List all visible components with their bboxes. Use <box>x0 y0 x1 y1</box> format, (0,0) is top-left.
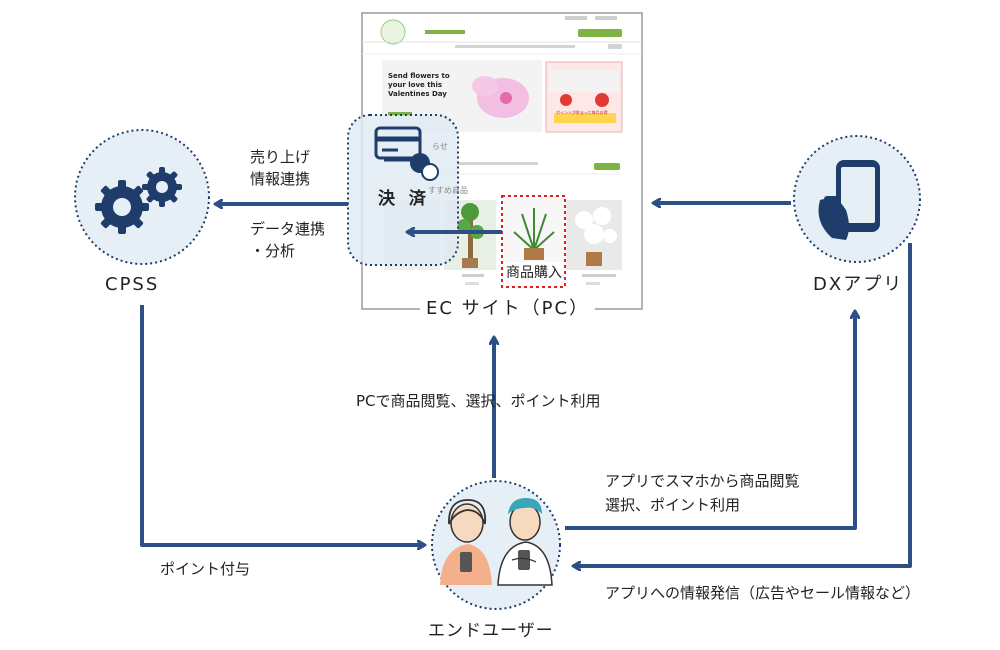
smartphone-icon <box>818 160 880 240</box>
ec-search <box>608 44 622 49</box>
ec-banner-gift <box>595 93 609 107</box>
arrow-cpss-to-user <box>140 305 424 545</box>
ec-section-hint: らせ <box>432 142 448 151</box>
ec-section-hint2: すすめ商品 <box>428 186 468 195</box>
purchase-label: 商品購入 <box>504 262 564 284</box>
ec-product-4-flower-b <box>593 207 611 225</box>
ec-hero-orchid-center <box>500 92 512 104</box>
ec-price-4 <box>586 282 600 285</box>
sales-link-label-1: 売り上げ <box>250 148 311 166</box>
ec-banner-strip <box>554 113 616 123</box>
ec-banner-top <box>549 70 619 92</box>
end-user-label: エンドユーザー <box>428 621 554 641</box>
data-link-label-1: データ連携 <box>250 220 326 238</box>
ec-banner-text: ポイントが貯まって毎月お得 <box>556 110 608 115</box>
cpss-label: CPSS <box>105 274 160 295</box>
app-browse-label-2: 選択、ポイント利用 <box>605 496 741 514</box>
purchase-box <box>501 195 566 288</box>
end-user-circle <box>431 480 561 610</box>
users-icon <box>440 498 553 586</box>
payment-icon <box>374 126 439 181</box>
arrow-user-to-app <box>565 312 855 530</box>
ec-product-4-flower-d <box>603 229 617 243</box>
ec-logo <box>380 19 406 45</box>
ec-header-button <box>578 29 622 37</box>
cpss-circle <box>74 129 210 265</box>
ec-product-2-trunk <box>468 212 473 262</box>
ec-site-label: EC サイト（PC） <box>420 298 596 320</box>
ec-notice-button <box>594 163 620 170</box>
ec-product-2-leaves <box>461 203 479 221</box>
ec-caption-4 <box>582 274 616 277</box>
data-link-label-2: ・分析 <box>250 242 296 260</box>
ec-notice-line <box>458 162 538 165</box>
app-info-label: アプリへの情報発信（広告やセール情報など） <box>605 584 921 602</box>
points-label: ポイント付与 <box>160 560 251 578</box>
pc-browse-label: PCで商品閲覧、選択、ポイント利用 <box>356 392 601 410</box>
ec-product-4-flower-a <box>575 211 593 229</box>
ec-price-2 <box>465 282 479 285</box>
ec-cart-link <box>595 16 617 20</box>
ec-banner-phone <box>560 94 572 106</box>
arrow-app-to-user <box>574 243 912 566</box>
ec-hero-text: Send flowers to your love this Valentine… <box>388 72 450 98</box>
ec-hero-orchid-petal <box>472 76 498 96</box>
ec-product-3-leaves <box>513 208 555 251</box>
sales-link-label-2: 情報連携 <box>250 170 311 188</box>
ec-product-2-pot <box>462 258 478 268</box>
dx-app-label: DXアプリ <box>813 274 904 295</box>
ec-product-4-flower-c <box>584 224 604 244</box>
ec-login-link <box>565 16 587 20</box>
arrows <box>140 203 912 566</box>
ec-header-text <box>425 30 465 34</box>
payment-label: 決 済 <box>378 189 430 209</box>
ec-product-4-pot <box>586 252 602 266</box>
ec-product-2-leaves-b <box>457 219 471 233</box>
gears-icon <box>95 167 182 234</box>
ec-product-3-pot <box>524 248 544 260</box>
ec-caption-2 <box>462 274 484 277</box>
app-browse-label-1: アプリでスマホから商品閲覧 <box>605 472 800 490</box>
ec-nav-bar <box>455 45 575 48</box>
